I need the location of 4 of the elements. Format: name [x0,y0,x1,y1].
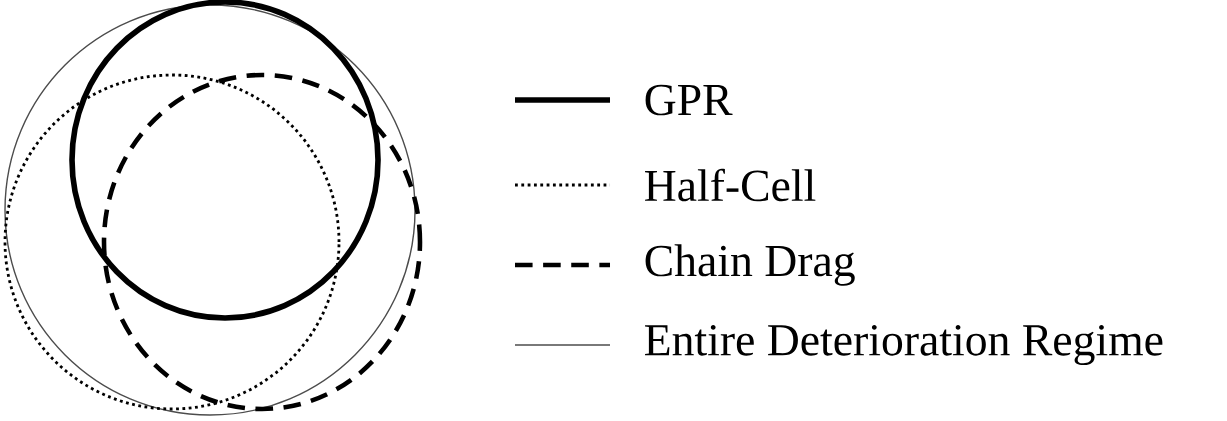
legend-label: Entire Deterioration Regime [645,324,1163,366]
legend-label: Chain Drag [645,244,855,286]
legend-label: Half-Cell [645,168,816,202]
legend-label: GPR [645,84,733,116]
